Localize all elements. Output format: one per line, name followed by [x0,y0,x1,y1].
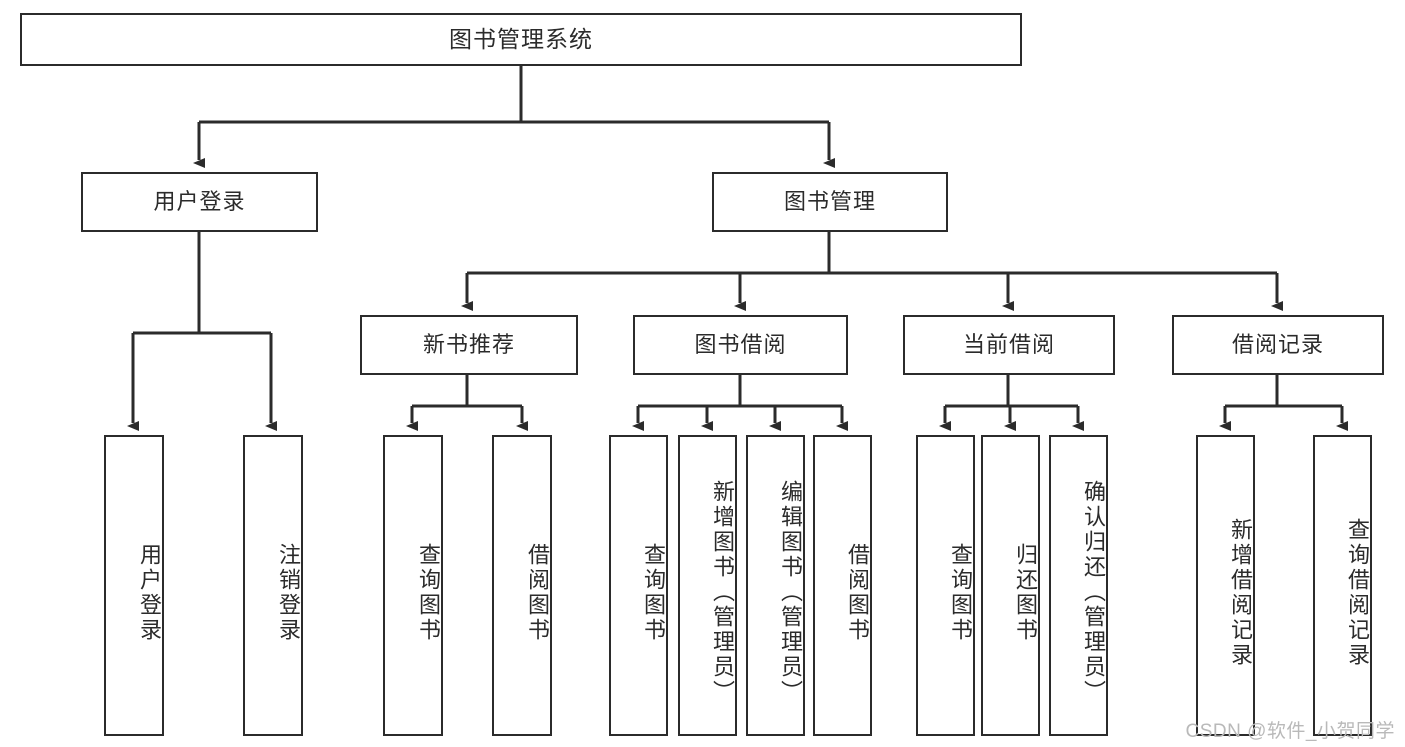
leaf-cb-confirm-return[interactable]: 确认归还（管理员） [1049,435,1108,736]
leaf-logout-label: 注销登录 [276,542,301,643]
leaf-user-login[interactable]: 用户登录 [104,435,164,736]
leaf-bb-borrow-book-label: 借阅图书 [845,542,870,643]
leaf-nb-query-book-label: 查询图书 [416,542,441,643]
csdn-watermark: CSDN @软件_小贺同学 [1185,721,1395,742]
node-new-book-recommend[interactable]: 新书推荐 [360,315,578,375]
leaf-cb-return-book-label: 归还图书 [1013,542,1038,643]
leaf-bb-add-book[interactable]: 新增图书（管理员） [678,435,737,736]
leaf-bb-edit-book-label: 编辑图书（管理员） [778,480,803,705]
node-book-borrow[interactable]: 图书借阅 [633,315,848,375]
node-user-login-label: 用户登录 [153,188,246,214]
node-user-login[interactable]: 用户登录 [81,172,318,232]
leaf-br-query-record-label: 查询借阅记录 [1345,517,1370,668]
leaf-logout[interactable]: 注销登录 [243,435,303,736]
leaf-bb-edit-book[interactable]: 编辑图书（管理员） [746,435,805,736]
leaf-bb-borrow-book[interactable]: 借阅图书 [813,435,872,736]
node-borrow-record[interactable]: 借阅记录 [1172,315,1384,375]
leaf-nb-query-book[interactable]: 查询图书 [383,435,443,736]
node-current-borrow[interactable]: 当前借阅 [903,315,1115,375]
leaf-cb-confirm-return-label: 确认归还（管理员） [1081,480,1106,705]
leaf-user-login-label: 用户登录 [137,542,162,643]
node-book-management-label: 图书管理 [783,188,876,214]
leaf-br-add-record-label: 新增借阅记录 [1228,517,1253,668]
leaf-cb-query-book-label: 查询图书 [948,542,973,643]
node-current-borrow-label: 当前借阅 [962,331,1055,357]
leaf-bb-query-book[interactable]: 查询图书 [609,435,668,736]
node-book-borrow-label: 图书借阅 [694,331,787,357]
leaf-cb-return-book[interactable]: 归还图书 [981,435,1040,736]
node-borrow-record-label: 借阅记录 [1231,331,1324,357]
leaf-br-query-record[interactable]: 查询借阅记录 [1313,435,1372,736]
leaf-cb-query-book[interactable]: 查询图书 [916,435,975,736]
node-book-management[interactable]: 图书管理 [712,172,948,232]
leaf-br-add-record[interactable]: 新增借阅记录 [1196,435,1255,736]
leaf-nb-borrow-book-label: 借阅图书 [525,542,550,643]
leaf-bb-add-book-label: 新增图书（管理员） [710,480,735,705]
node-root[interactable]: 图书管理系统 [20,13,1022,66]
node-new-book-recommend-label: 新书推荐 [422,331,515,357]
leaf-nb-borrow-book[interactable]: 借阅图书 [492,435,552,736]
node-root-label: 图书管理系统 [449,25,593,52]
leaf-bb-query-book-label: 查询图书 [641,542,666,643]
